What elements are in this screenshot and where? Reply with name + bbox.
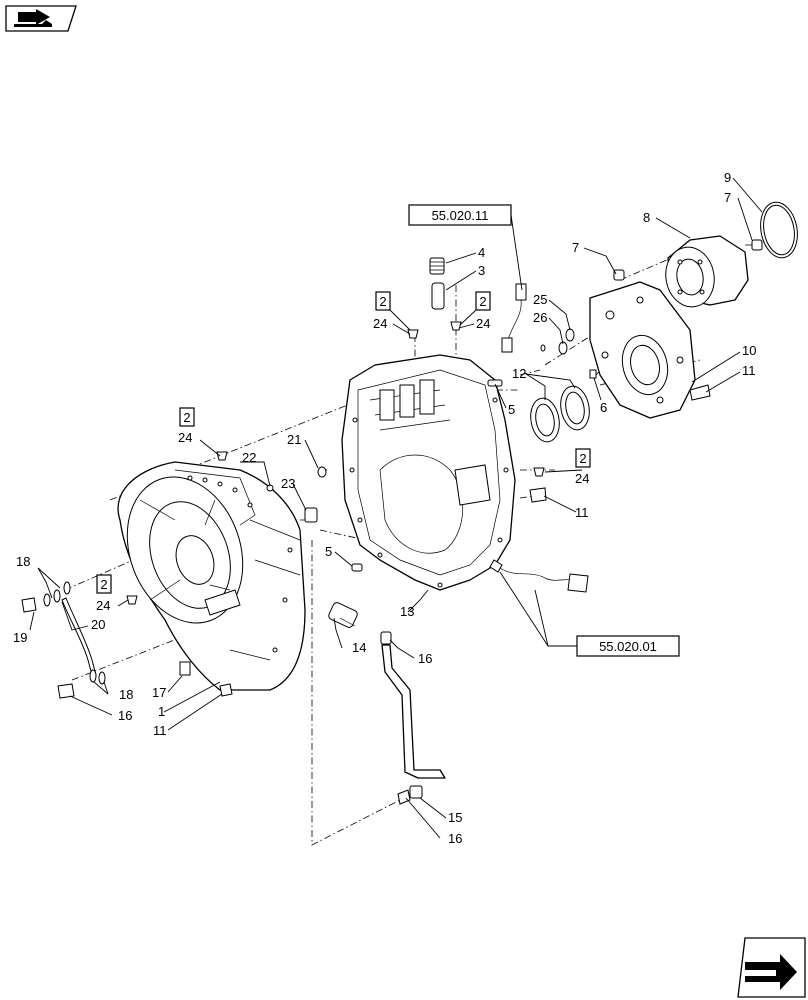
callout-11: 11 <box>742 363 756 378</box>
callout-10: 10 <box>742 343 756 358</box>
fittings <box>126 321 711 697</box>
svg-text:2: 2 <box>100 577 107 592</box>
callout-25: 25 <box>533 292 547 307</box>
connector-14 <box>328 602 358 628</box>
callout-18: 18 <box>16 554 30 569</box>
tube-20 <box>21 581 106 699</box>
callout-6: 6 <box>600 400 607 415</box>
callout-16: 16 <box>448 831 462 846</box>
boxed-ref-2[interactable]: 2 <box>459 291 491 326</box>
callout-20: 20 <box>91 617 105 632</box>
callout-3: 3 <box>478 263 485 278</box>
pump-housing-8 <box>613 235 763 308</box>
callout-9: 9 <box>724 170 731 185</box>
transmission-case <box>341 354 516 591</box>
sensors <box>489 283 589 593</box>
callout-24: 24 <box>178 430 192 445</box>
callout-8: 8 <box>643 210 650 225</box>
callout-23: 23 <box>281 476 295 491</box>
callout-labels: 4 3 24 24 5 21 22 23 24 5 18 19 20 24 18… <box>13 170 756 846</box>
section-ref-55-020-11[interactable]: 55.020.11 <box>408 204 523 291</box>
svg-text:2: 2 <box>183 410 190 425</box>
callout-5: 5 <box>325 544 332 559</box>
callout-15: 15 <box>448 810 462 825</box>
boxed-ref-2[interactable]: 2 <box>575 448 591 468</box>
callout-7: 7 <box>572 240 579 255</box>
svg-text:2: 2 <box>579 451 586 466</box>
callout-14: 14 <box>352 640 366 655</box>
o-ring-9 <box>760 201 798 259</box>
callout-17: 17 <box>152 685 166 700</box>
callout-21: 21 <box>287 432 301 447</box>
callout-1: 1 <box>158 704 165 719</box>
callout-16: 16 <box>418 651 432 666</box>
svg-text:2: 2 <box>379 294 386 309</box>
front-housing <box>117 461 306 691</box>
o-rings <box>540 328 575 355</box>
callout-11: 11 <box>575 505 589 520</box>
callout-12: 12 <box>512 366 526 381</box>
callout-26: 26 <box>533 310 547 325</box>
callout-24: 24 <box>96 598 110 613</box>
rear-cover <box>589 281 696 419</box>
callout-4: 4 <box>478 245 485 260</box>
callout-19: 19 <box>13 630 27 645</box>
callout-24: 24 <box>373 316 387 331</box>
callout-5: 5 <box>508 402 515 417</box>
boxed-ref-2[interactable]: 2 <box>179 407 195 427</box>
boxed-ref-2[interactable]: 2 <box>96 574 112 594</box>
callout-16: 16 <box>118 708 132 723</box>
pipe-15 <box>380 631 446 805</box>
callout-24: 24 <box>575 471 589 486</box>
callout-7: 7 <box>724 190 731 205</box>
svg-text:55.020.11: 55.020.11 <box>432 208 489 223</box>
callout-22: 22 <box>242 450 256 465</box>
callout-24: 24 <box>476 316 490 331</box>
section-ref-55-020-01[interactable]: 55.020.01 <box>499 571 680 657</box>
seals-12 <box>530 385 590 443</box>
svg-text:2: 2 <box>479 294 486 309</box>
next-page-arrow-icon[interactable] <box>737 937 806 998</box>
boxed-ref-2[interactable]: 2 <box>375 291 411 331</box>
callout-11: 11 <box>153 723 167 738</box>
book-arrow-icon[interactable] <box>5 5 77 32</box>
svg-text:55.020.01: 55.020.01 <box>599 639 657 654</box>
leader-lines <box>29 177 763 839</box>
plug-assembly <box>429 257 445 310</box>
callout-18: 18 <box>119 687 133 702</box>
callout-13: 13 <box>400 604 414 619</box>
